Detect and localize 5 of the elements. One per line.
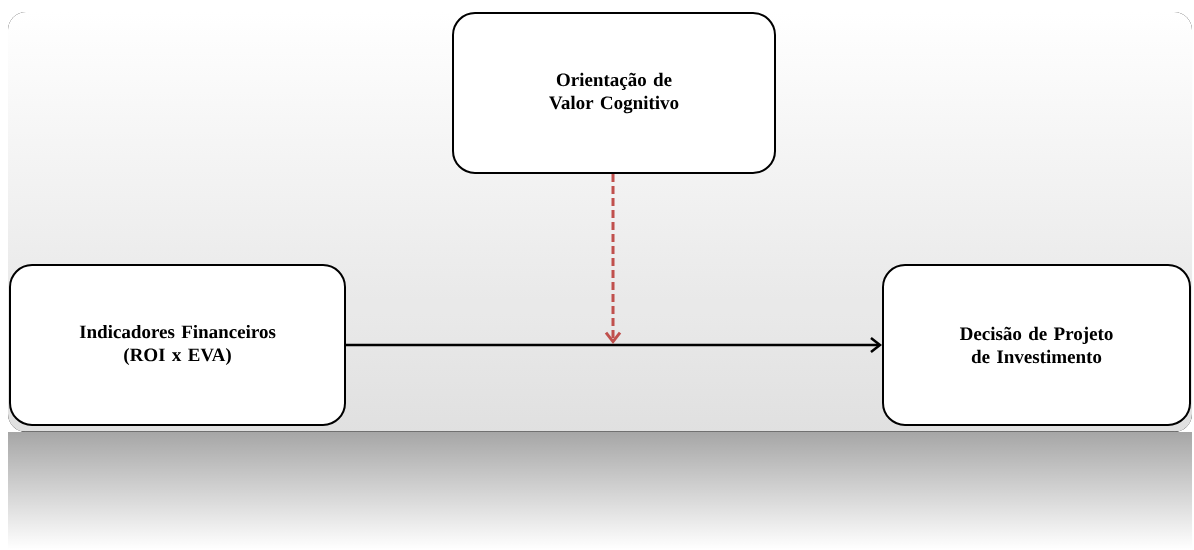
- arrow: [604, 174, 622, 344]
- arrow: [346, 337, 882, 353]
- process-box: Orientação de Valor Cognitivo: [452, 12, 776, 174]
- process-box: Indicadores Financeiros (ROI x EVA): [9, 264, 346, 426]
- process-box: Decisão de Projeto de Investimento: [882, 264, 1191, 426]
